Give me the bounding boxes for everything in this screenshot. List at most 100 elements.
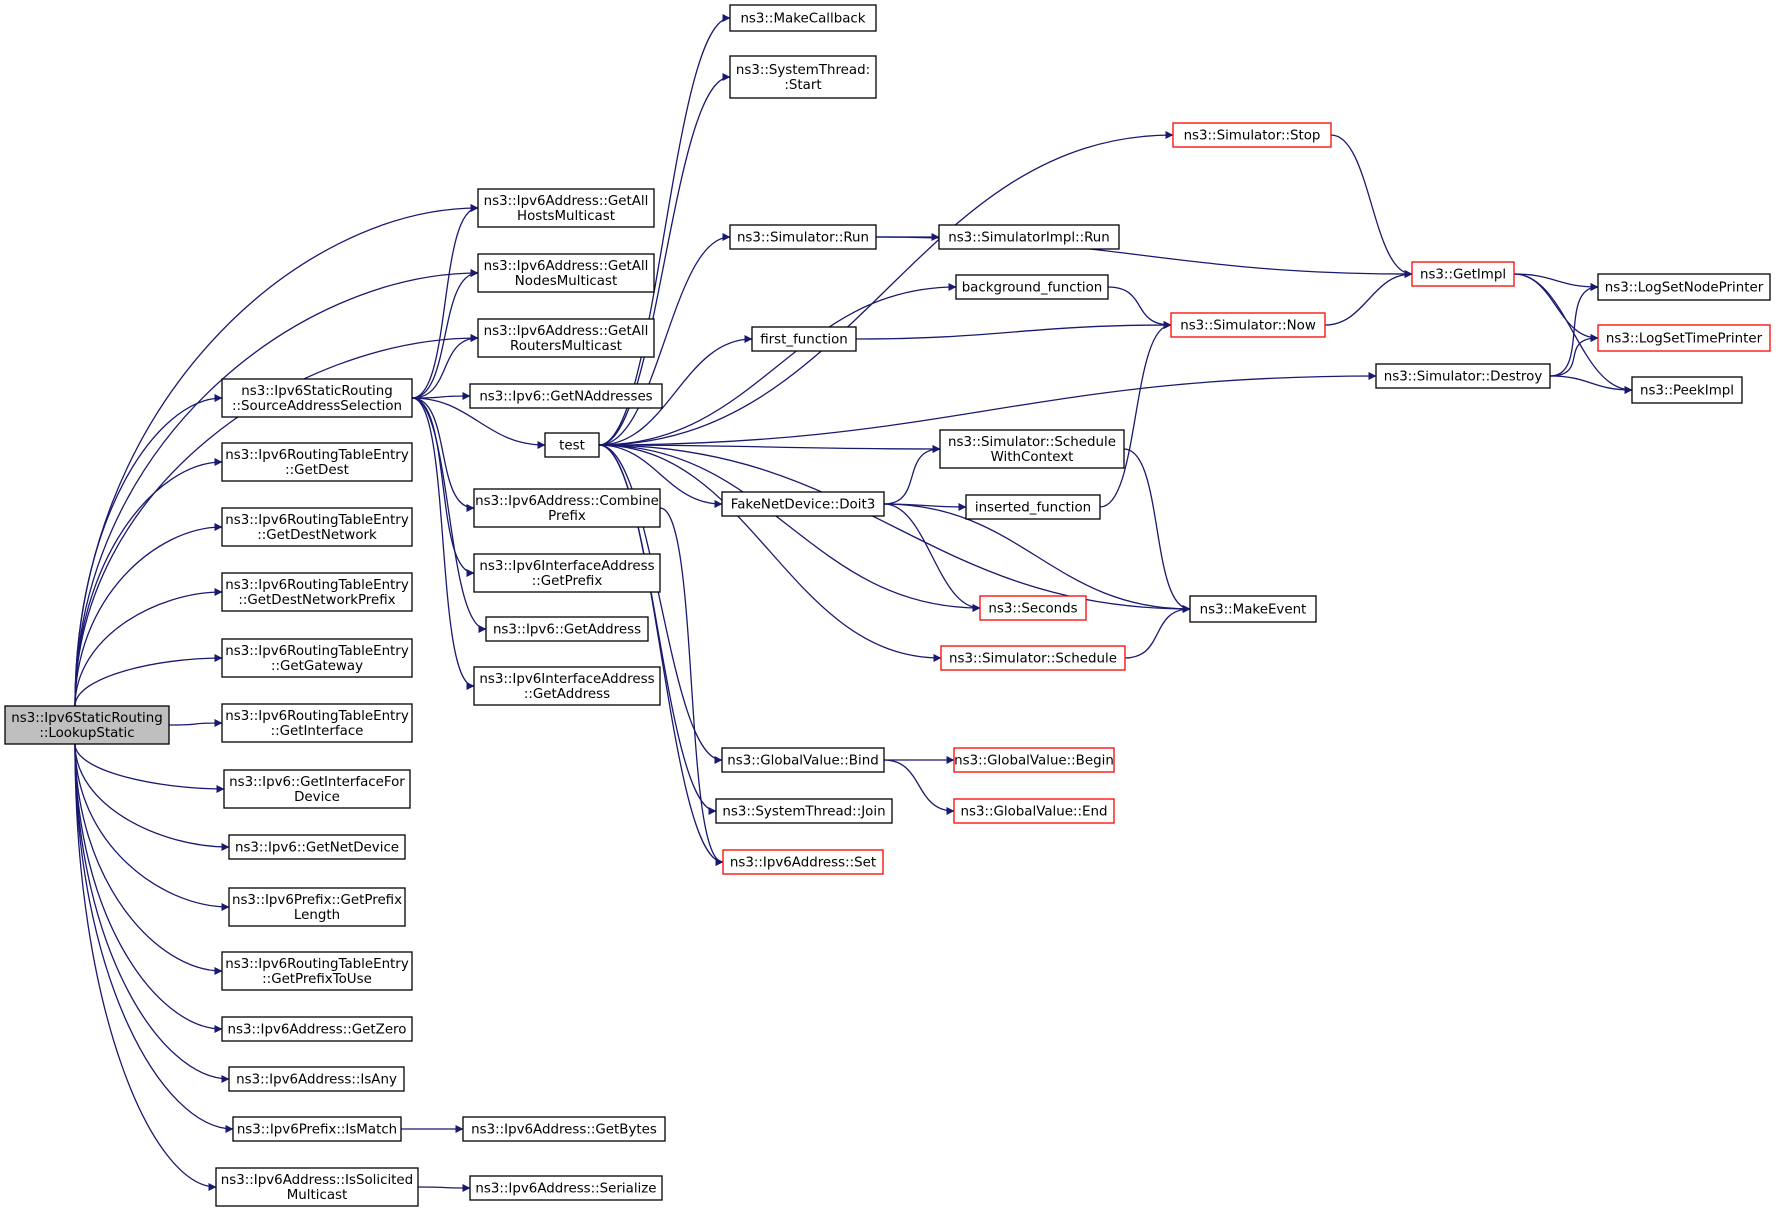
edge-lookup-to-getpfxlen	[74, 743, 230, 911]
node-box	[1375, 363, 1551, 389]
edge-srcsel-to-ifaddrpfx	[411, 397, 475, 577]
node-box	[721, 491, 885, 517]
edge-firstfn-to-simnow	[855, 321, 1172, 340]
node-box	[1597, 324, 1771, 352]
node-ifaddrpfx[interactable]: ns3::Ipv6InterfaceAddress::GetPrefix	[473, 553, 661, 593]
edge-srcsel-to-ifaddrgetaddr	[411, 397, 475, 690]
node-implrun[interactable]: ns3::SimulatorImpl::Run	[938, 224, 1120, 250]
node-label-line: Multicast	[287, 1188, 348, 1203]
node-getdestnetpfx[interactable]: ns3::Ipv6RoutingTableEntry::GetDestNetwo…	[221, 572, 413, 612]
edge-srcsel-to-hostsmc	[411, 204, 479, 399]
node-getimpl[interactable]: ns3::GetImpl	[1411, 261, 1515, 287]
node-box	[1189, 595, 1317, 623]
node-getnetdev[interactable]: ns3::Ipv6::GetNetDevice	[228, 834, 406, 860]
node-ipv6set[interactable]: ns3::Ipv6Address::Set	[722, 849, 884, 875]
node-box	[221, 572, 413, 612]
node-getnaddr[interactable]: ns3::Ipv6::GetNAddresses	[469, 383, 663, 409]
node-box	[729, 55, 877, 99]
node-ifaddrgetaddr[interactable]: ns3::Ipv6InterfaceAddress::GetAddress	[473, 666, 661, 706]
node-seconds[interactable]: ns3::Seconds	[979, 595, 1087, 621]
edge-test-to-seconds	[598, 444, 981, 612]
node-box	[1597, 273, 1771, 301]
node-simdestroy[interactable]: ns3::Simulator::Destroy	[1375, 363, 1551, 389]
node-label-line: ns3::MakeCallback	[740, 12, 865, 27]
node-label-line: ns3::GlobalValue::Begin	[954, 754, 1114, 769]
node-makeevent[interactable]: ns3::MakeEvent	[1189, 595, 1317, 623]
node-getdest[interactable]: ns3::Ipv6RoutingTableEntry::GetDest	[221, 442, 413, 482]
node-simrun[interactable]: ns3::Simulator::Run	[729, 224, 877, 250]
node-makecb[interactable]: ns3::MakeCallback	[729, 4, 877, 32]
node-box	[940, 645, 1126, 671]
node-label-line: WithContext	[991, 450, 1074, 465]
node-label-line: ns3::Ipv6RoutingTableEntry	[225, 513, 409, 528]
node-box	[722, 849, 884, 875]
node-isany[interactable]: ns3::Ipv6Address::IsAny	[228, 1066, 405, 1092]
node-label-line: ns3::Ipv6StaticRouting	[241, 384, 393, 399]
edge-gvbind-to-gvend	[883, 759, 955, 815]
edge-simdestroy-to-lognode	[1549, 283, 1599, 377]
node-firstfn[interactable]: first_function	[751, 326, 857, 352]
node-box	[215, 1167, 419, 1207]
node-gvend[interactable]: ns3::GlobalValue::End	[953, 798, 1115, 824]
node-thrstart[interactable]: ns3::SystemThread::Start	[729, 55, 877, 99]
node-label-line: ns3::LogSetTimePrinter	[1606, 332, 1763, 347]
node-box	[485, 616, 649, 642]
node-label-line: ::GetGateway	[271, 659, 363, 674]
node-lookup[interactable]: ns3::Ipv6StaticRouting::LookupStatic	[4, 705, 170, 745]
node-box	[232, 1116, 402, 1142]
node-gvbind[interactable]: ns3::GlobalValue::Bind	[721, 747, 885, 773]
edge-doit3-to-seconds	[883, 503, 981, 612]
node-box	[477, 188, 655, 228]
node-logtime[interactable]: ns3::LogSetTimePrinter	[1597, 324, 1771, 352]
node-getpfxtouse[interactable]: ns3::Ipv6RoutingTableEntry::GetPrefixToU…	[221, 951, 413, 991]
edge-test-to-simsched	[598, 444, 942, 662]
node-doit3[interactable]: FakeNetDevice::Doit3	[721, 491, 885, 517]
node-bgfn[interactable]: background_function	[955, 274, 1109, 300]
node-getzero[interactable]: ns3::Ipv6Address::GetZero	[221, 1016, 413, 1042]
node-getinterface[interactable]: ns3::Ipv6RoutingTableEntry::GetInterface	[221, 703, 413, 743]
node-box	[469, 383, 663, 409]
node-ismatch[interactable]: ns3::Ipv6Prefix::IsMatch	[232, 1116, 402, 1142]
node-thrjoin[interactable]: ns3::SystemThread::Join	[715, 798, 893, 824]
edge-test-to-simdestroy	[598, 372, 1377, 446]
node-srcsel[interactable]: ns3::Ipv6StaticRouting::SourceAddressSel…	[221, 378, 413, 418]
node-label-line: ::LookupStatic	[39, 726, 134, 741]
edge-test-to-simrun	[598, 233, 731, 446]
node-getdestnet[interactable]: ns3::Ipv6RoutingTableEntry::GetDestNetwo…	[221, 507, 413, 547]
edge-simdestroy-to-logtime	[1549, 334, 1599, 377]
node-peekimpl[interactable]: ns3::PeekImpl	[1631, 376, 1743, 404]
edge-srcsel-to-routersmc	[411, 334, 479, 399]
node-insfn[interactable]: inserted_function	[965, 494, 1101, 520]
node-simsched[interactable]: ns3::Simulator::Schedule	[940, 645, 1126, 671]
node-ipv6getaddr[interactable]: ns3::Ipv6::GetAddress	[485, 616, 649, 642]
node-label-line: ::GetPrefixToUse	[262, 972, 372, 987]
node-simnow[interactable]: ns3::Simulator::Now	[1170, 312, 1326, 338]
node-label-line: ::SourceAddressSelection	[232, 399, 402, 414]
node-box	[228, 1066, 405, 1092]
edge-issolicited-to-serialize	[417, 1183, 471, 1192]
edge-test-to-doit3	[598, 444, 723, 508]
node-lognode[interactable]: ns3::LogSetNodePrinter	[1597, 273, 1771, 301]
node-label-line: ns3::Simulator::Run	[737, 231, 869, 246]
edge-lookup-to-isany	[74, 743, 230, 1083]
node-label-line: ns3::Simulator::Now	[1180, 319, 1316, 334]
node-getgateway[interactable]: ns3::Ipv6RoutingTableEntry::GetGateway	[221, 638, 413, 678]
node-gvbegin[interactable]: ns3::GlobalValue::Begin	[953, 747, 1115, 773]
node-serialize[interactable]: ns3::Ipv6Address::Serialize	[469, 1175, 663, 1201]
node-label-line: ns3::Ipv6Address::GetZero	[228, 1023, 407, 1038]
edge-combine-to-ipv6set	[659, 507, 724, 866]
node-test[interactable]: test	[544, 432, 600, 458]
edge-lookup-to-getpfxtouse	[74, 743, 223, 975]
node-box	[953, 798, 1115, 824]
edge-srcsel-to-ipv6getaddr	[411, 397, 487, 633]
node-getbytes[interactable]: ns3::Ipv6Address::GetBytes	[462, 1116, 666, 1142]
node-simstop[interactable]: ns3::Simulator::Stop	[1172, 122, 1332, 148]
